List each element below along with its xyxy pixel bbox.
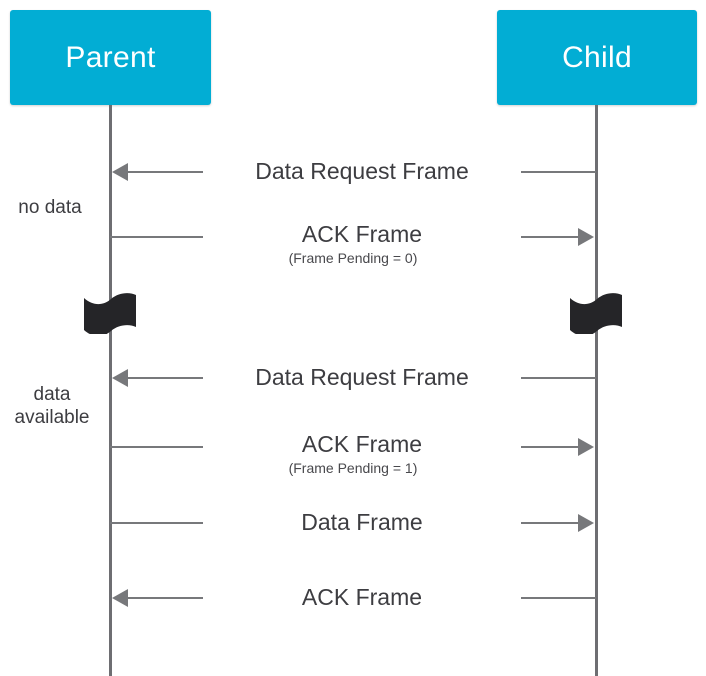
arrow-head-right-2 xyxy=(578,228,594,246)
arrow-head-left-1 xyxy=(112,163,128,181)
arrow-head-right-4 xyxy=(578,438,594,456)
arrow-head-left-3 xyxy=(112,369,128,387)
message-sublabel-2: (Frame Pending = 0) xyxy=(288,250,418,266)
message-sublabel-4: (Frame Pending = 1) xyxy=(288,460,418,476)
lane-header-parent[interactable]: Parent xyxy=(10,10,211,105)
arrow-head-left-6 xyxy=(112,589,128,607)
break-marker-child xyxy=(569,292,623,334)
message-label-4: ACK Frame xyxy=(203,431,521,457)
break-marker-parent xyxy=(83,292,137,334)
lifeline-child xyxy=(595,105,598,676)
lane-header-child-label: Child xyxy=(562,40,632,74)
message-label-5: Data Frame xyxy=(203,509,521,535)
side-note-no-data: no data xyxy=(18,197,82,218)
message-label-1: Data Request Frame xyxy=(203,158,521,184)
lifeline-parent xyxy=(109,105,112,676)
lane-header-child[interactable]: Child xyxy=(497,10,697,105)
message-label-6: ACK Frame xyxy=(203,584,521,610)
lane-header-parent-label: Parent xyxy=(65,40,156,74)
arrow-head-right-5 xyxy=(578,514,594,532)
message-label-2: ACK Frame xyxy=(203,221,521,247)
message-label-3: Data Request Frame xyxy=(203,364,521,390)
side-note-data-available: data available xyxy=(14,384,90,428)
